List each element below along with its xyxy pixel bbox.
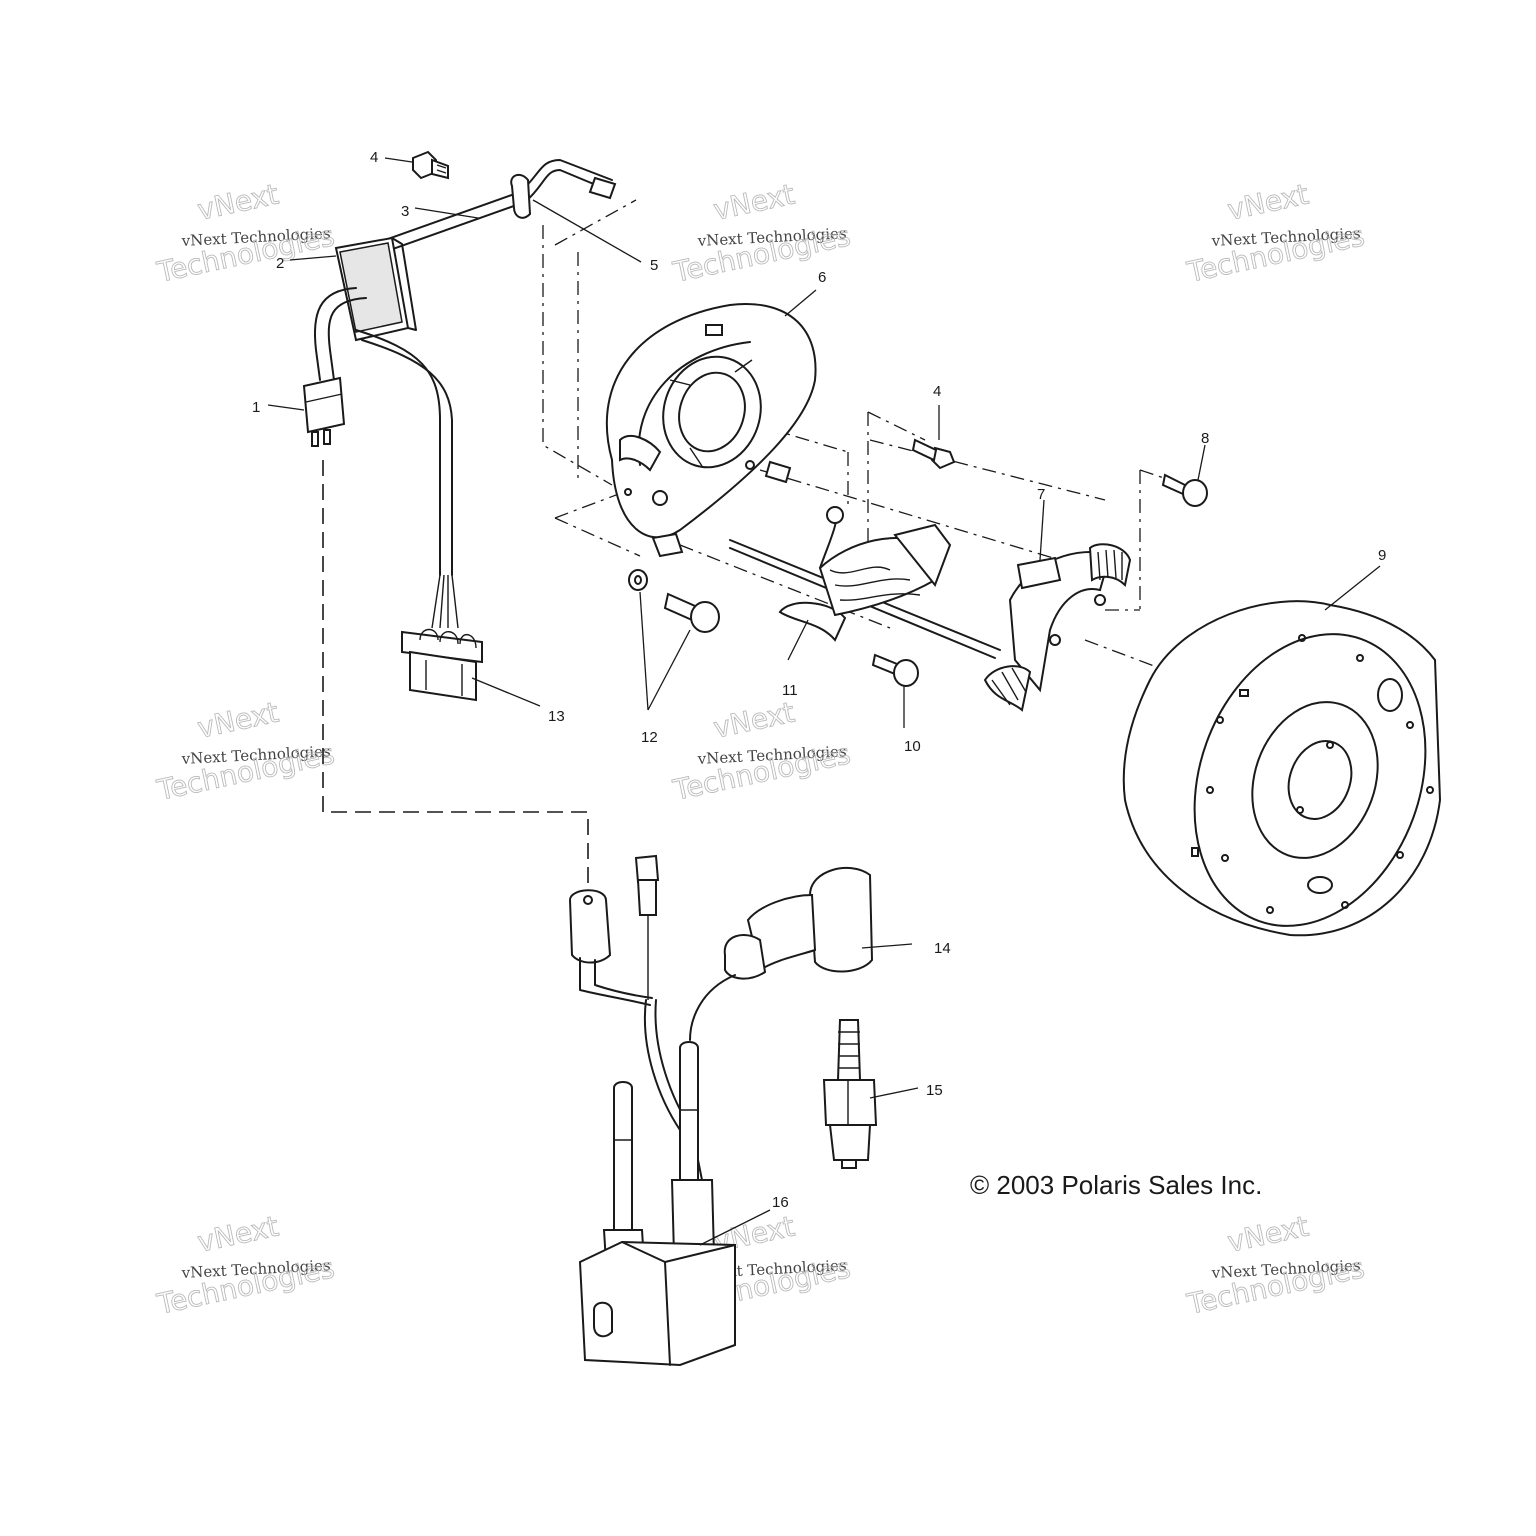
callout-7: 7	[1037, 486, 1045, 503]
flywheel-part-9	[1122, 600, 1442, 937]
svg-text:vNext: vNext	[711, 696, 798, 745]
wire-part-3	[339, 159, 617, 267]
watermark: vNext vNext Technologies Technologies	[1183, 177, 1368, 289]
harness-part-1	[302, 287, 459, 629]
svg-text:vNext: vNext	[195, 178, 282, 227]
watermark: vNext vNext Technologies Technologies	[669, 695, 854, 807]
watermark: vNext vNext Technologies Technologies	[1183, 1209, 1368, 1321]
pulser-part-11	[729, 509, 1001, 659]
connector-part-13	[401, 628, 483, 702]
bolt-part-4-side	[911, 438, 956, 470]
callout-6: 6	[818, 269, 826, 286]
callout-2: 2	[276, 255, 284, 272]
callout-9: 9	[1378, 547, 1386, 564]
svg-text:vNext: vNext	[1225, 1210, 1312, 1259]
callout-4-side: 4	[933, 383, 941, 400]
watermark: vNext vNext Technologies Technologies	[669, 177, 854, 289]
stator-plate-part-6	[606, 303, 817, 558]
callout-3: 3	[401, 203, 409, 220]
callout-12: 12	[641, 729, 658, 746]
watermark: vNext vNext Technologies Technologies	[153, 1209, 338, 1321]
leader-lines	[267, 157, 1381, 1246]
callout-4-top: 4	[370, 149, 378, 166]
callout-8: 8	[1201, 430, 1209, 447]
svg-text:vNext: vNext	[711, 178, 798, 227]
coil-connectors	[568, 854, 660, 1006]
callout-16: 16	[772, 1194, 789, 1211]
svg-text:vNext: vNext	[195, 696, 282, 745]
ignition-coil-part-16	[578, 999, 736, 1367]
callout-5: 5	[650, 257, 658, 274]
plug-cap-part-14	[689, 866, 874, 1041]
watermark: vNext vNext Technologies Technologies	[153, 695, 338, 807]
callout-15: 15	[926, 1082, 943, 1099]
screw-part-12	[628, 506, 844, 633]
callout-13: 13	[548, 708, 565, 725]
bolt-part-4-top	[412, 150, 449, 180]
bolt-part-10	[871, 653, 919, 687]
callout-1: 1	[252, 399, 260, 416]
svg-text:vNext: vNext	[195, 1210, 282, 1259]
exciter-coil-part-7	[983, 543, 1132, 712]
assembly-lines	[322, 199, 1171, 896]
clip-part-5	[510, 173, 532, 219]
svg-text:vNext: vNext	[1225, 178, 1312, 227]
callout-11: 11	[782, 682, 798, 699]
spark-plug-part-15	[822, 1019, 878, 1169]
copyright-notice: © 2003 Polaris Sales Inc.	[970, 1170, 1262, 1200]
callout-10: 10	[904, 738, 921, 755]
regulator-part-2	[334, 236, 417, 342]
callouts: 1 2 3 4 4 5 6 7 8 9 10 11 12 13 14 15 16	[252, 149, 1386, 1211]
bolt-part-8	[1161, 473, 1208, 507]
watermark: vNext vNext Technologies Technologies	[153, 177, 338, 289]
callout-14: 14	[934, 940, 951, 957]
